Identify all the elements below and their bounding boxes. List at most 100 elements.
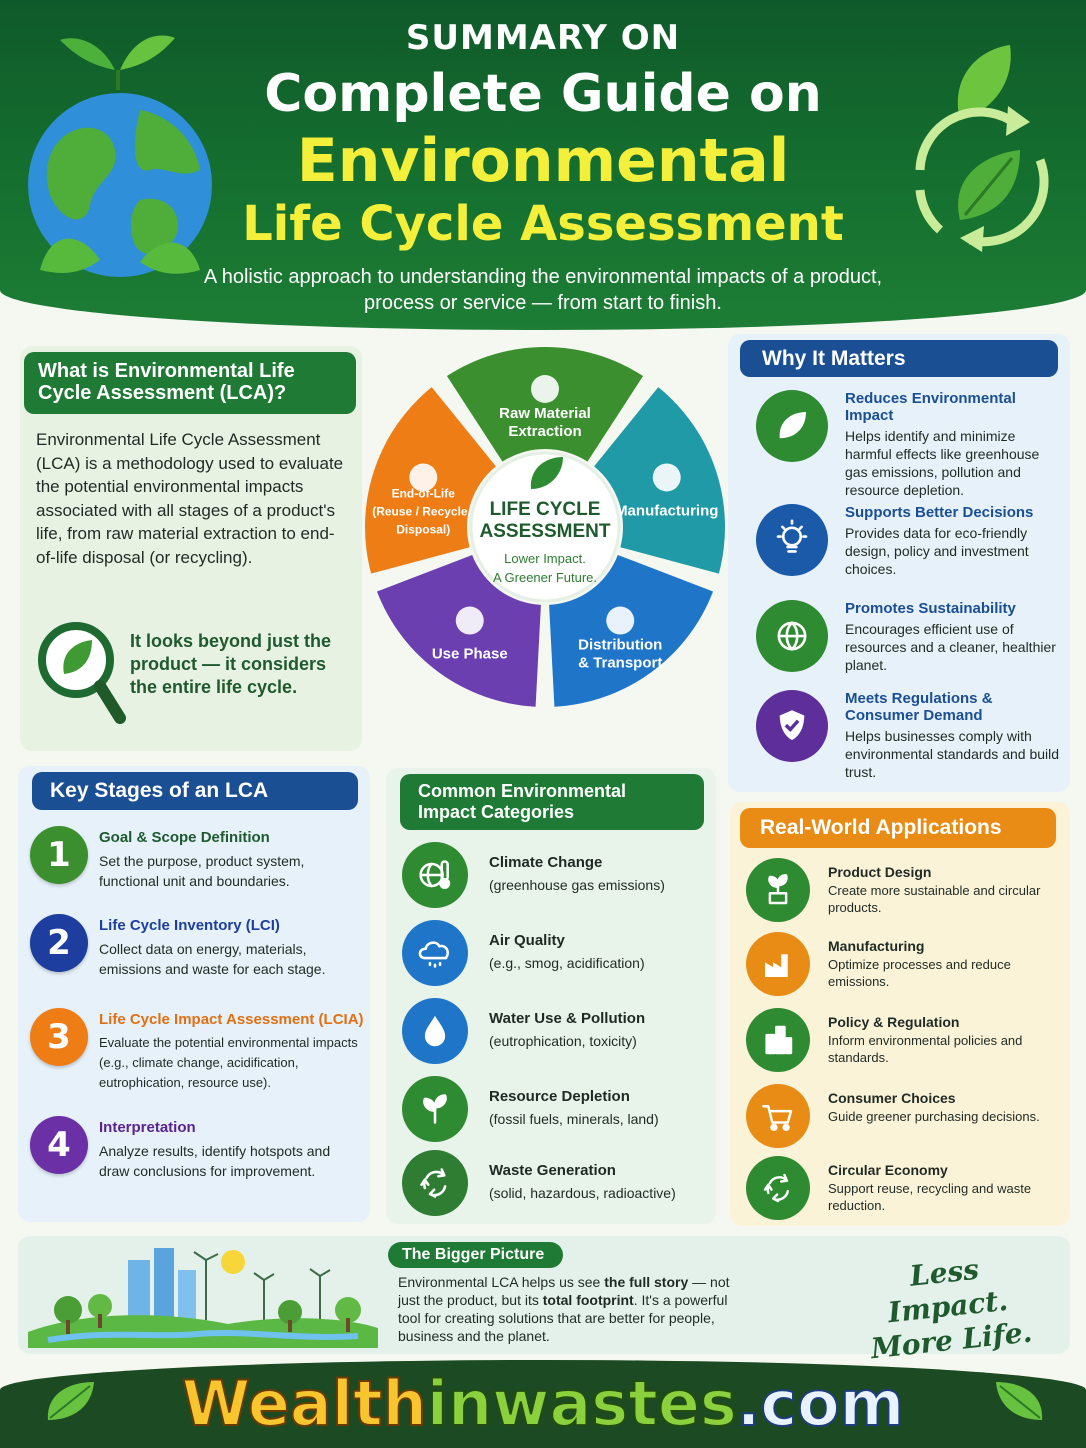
header-subtitle: A holistic approach to understanding the… xyxy=(203,266,883,314)
wheel-segment-label: Distribution xyxy=(578,637,662,654)
why-item-title: Reduces Environmental Impact xyxy=(845,390,1016,424)
leaf-icon xyxy=(996,1382,1043,1420)
wheel-segment xyxy=(549,554,714,707)
wheel-stage-icon xyxy=(455,606,484,635)
impact-category-body: (solid, hazardous, radioactive) xyxy=(489,1185,676,1201)
stage-body: Set the purpose, product system, functio… xyxy=(99,853,305,889)
application-title: Policy & Regulation xyxy=(828,1014,960,1030)
earth-globe-icon xyxy=(28,35,212,277)
impact-categories-title: Common Environmental Impact Categories xyxy=(400,774,704,830)
recycle-icon xyxy=(402,1150,468,1216)
impact-category-title: Climate Change xyxy=(489,854,603,871)
wheel-center-text: A Greener Future. xyxy=(493,570,597,585)
header-line-4: Life Cycle Assessment xyxy=(242,196,844,252)
stage-title: Life Cycle Impact Assessment (LCIA) xyxy=(99,1011,364,1028)
what-is-callout: It looks beyond just the product — it co… xyxy=(130,631,332,697)
real-world-title: Real-World Applications xyxy=(740,808,1056,848)
wheel-segment-label: & Transport xyxy=(578,655,662,672)
why-item-body: Helps businesses comply with environment… xyxy=(845,728,1060,780)
wheel-center-text: ASSESSMENT xyxy=(480,521,611,542)
stage-title: Life Cycle Inventory (LCI) xyxy=(99,917,280,934)
wheel-segment-label: Manufacturing xyxy=(615,502,718,519)
header-line-1: SUMMARY ON xyxy=(405,18,681,58)
slogan: Less Impact.More Life. xyxy=(869,1252,1034,1366)
cloud-icon xyxy=(402,920,468,986)
impact-category-body: (fossil fuels, minerals, land) xyxy=(489,1111,659,1127)
application-body: Create more sustainable and circular pro… xyxy=(828,883,1041,915)
application-body: Optimize processes and reduce emissions. xyxy=(828,957,1011,989)
footer-banner xyxy=(0,1360,1086,1448)
key-stages-title: Key Stages of an LCA xyxy=(32,772,358,810)
impact-category-title: Resource Depletion xyxy=(489,1088,630,1105)
leaf-icon xyxy=(756,390,828,462)
application-body: Inform environmental policies and standa… xyxy=(828,1033,1023,1065)
what-is-text: Environmental Life Cycle Assessment (LCA… xyxy=(36,430,344,567)
wheel-segment-label: End-of-Life xyxy=(392,486,456,500)
application-body: Guide greener purchasing decisions. xyxy=(828,1109,1040,1124)
why-item-title: Promotes Sustainability xyxy=(845,600,1016,617)
stage-title: Interpretation xyxy=(99,1119,196,1136)
stage-number-badge: 1 xyxy=(30,826,88,884)
application-title: Product Design xyxy=(828,864,932,880)
why-item-title: Meets Regulations & Consumer Demand xyxy=(845,690,993,724)
wheel-segment-label: Extraction xyxy=(508,423,581,440)
thermometer-globe-icon xyxy=(402,842,468,908)
stage-body: Analyze results, identify hotspots and d… xyxy=(99,1143,331,1179)
stage-body: Collect data on energy, materials, emiss… xyxy=(99,941,326,977)
circular-arrows-icon xyxy=(746,1156,810,1220)
application-title: Circular Economy xyxy=(828,1162,948,1178)
wheel-segment-label: Disposal) xyxy=(396,522,450,536)
brand-logo-text: Wealthinwastes.com xyxy=(181,1366,906,1441)
impact-category-body: (greenhouse gas emissions) xyxy=(489,877,665,893)
why-it-matters-title: Why It Matters xyxy=(740,340,1058,377)
wheel-center-text: Lower Impact. xyxy=(504,551,586,566)
header-line-2: Complete Guide on xyxy=(264,64,822,124)
header-banner: SUMMARY ON Complete Guide on Environment… xyxy=(0,0,1086,330)
header-line-3: Environmental xyxy=(296,126,790,196)
shield-check-icon xyxy=(756,690,828,762)
lightbulb-icon xyxy=(756,504,828,576)
impact-category-title: Water Use & Pollution xyxy=(489,1010,646,1027)
application-body: Support reuse, recycling and waste reduc… xyxy=(828,1181,1032,1213)
stage-number-badge: 2 xyxy=(30,914,88,972)
why-item-body: Encourages efficient use of resources an… xyxy=(845,621,1056,673)
leaf-icon xyxy=(530,457,563,489)
wheel-segment xyxy=(446,347,644,462)
globe-icon xyxy=(756,600,828,672)
why-item-body: Provides data for eco-friendly design, p… xyxy=(845,525,1029,577)
application-title: Manufacturing xyxy=(828,938,925,954)
magnifier-leaf-icon xyxy=(38,622,126,724)
wheel-stage-icon xyxy=(409,463,438,492)
wheel-stage-icon xyxy=(606,606,635,635)
bigger-picture-title: The Bigger Picture xyxy=(388,1242,563,1268)
wheel-segment-label: (Reuse / Recycle / xyxy=(372,504,475,518)
wheel-center-text: LIFE CYCLE xyxy=(490,499,601,520)
impact-category-body: (eutrophication, toxicity) xyxy=(489,1033,637,1049)
application-title: Consumer Choices xyxy=(828,1090,956,1106)
water-drop-icon xyxy=(402,998,468,1064)
stage-title: Goal & Scope Definition xyxy=(99,829,270,846)
plant-icon xyxy=(402,1076,468,1142)
what-is-title: What is Environmental Life Cycle Assessm… xyxy=(24,352,356,414)
lifecycle-wheel: Raw MaterialExtractionManufacturingDistr… xyxy=(365,347,725,707)
wheel-segment xyxy=(376,554,541,707)
wheel-stage-icon xyxy=(531,375,559,403)
impact-category-body: (e.g., smog, acidification) xyxy=(489,955,645,971)
buildings-icon xyxy=(746,1008,810,1072)
wheel-segment-label: Raw Material xyxy=(499,405,591,422)
wheel-segment-label: Use Phase xyxy=(432,646,508,663)
factory-icon xyxy=(746,932,810,996)
why-item-body: Helps identify and minimize harmful effe… xyxy=(845,428,1040,498)
wheel-stage-icon xyxy=(652,463,681,492)
wheel-center xyxy=(469,451,621,603)
impact-category-title: Air Quality xyxy=(489,932,565,949)
stage-body: Evaluate the potential environmental imp… xyxy=(99,1035,358,1090)
green-city-illustration xyxy=(28,1248,378,1348)
impact-category-title: Waste Generation xyxy=(489,1162,616,1179)
why-item-title: Supports Better Decisions xyxy=(845,504,1034,521)
bigger-picture-text: Environmental LCA helps us see the full … xyxy=(398,1274,730,1344)
stage-number-badge: 4 xyxy=(30,1116,88,1174)
recycle-leaf-icon xyxy=(915,45,1049,252)
cart-icon xyxy=(746,1084,810,1148)
leaf-icon xyxy=(47,1382,94,1420)
